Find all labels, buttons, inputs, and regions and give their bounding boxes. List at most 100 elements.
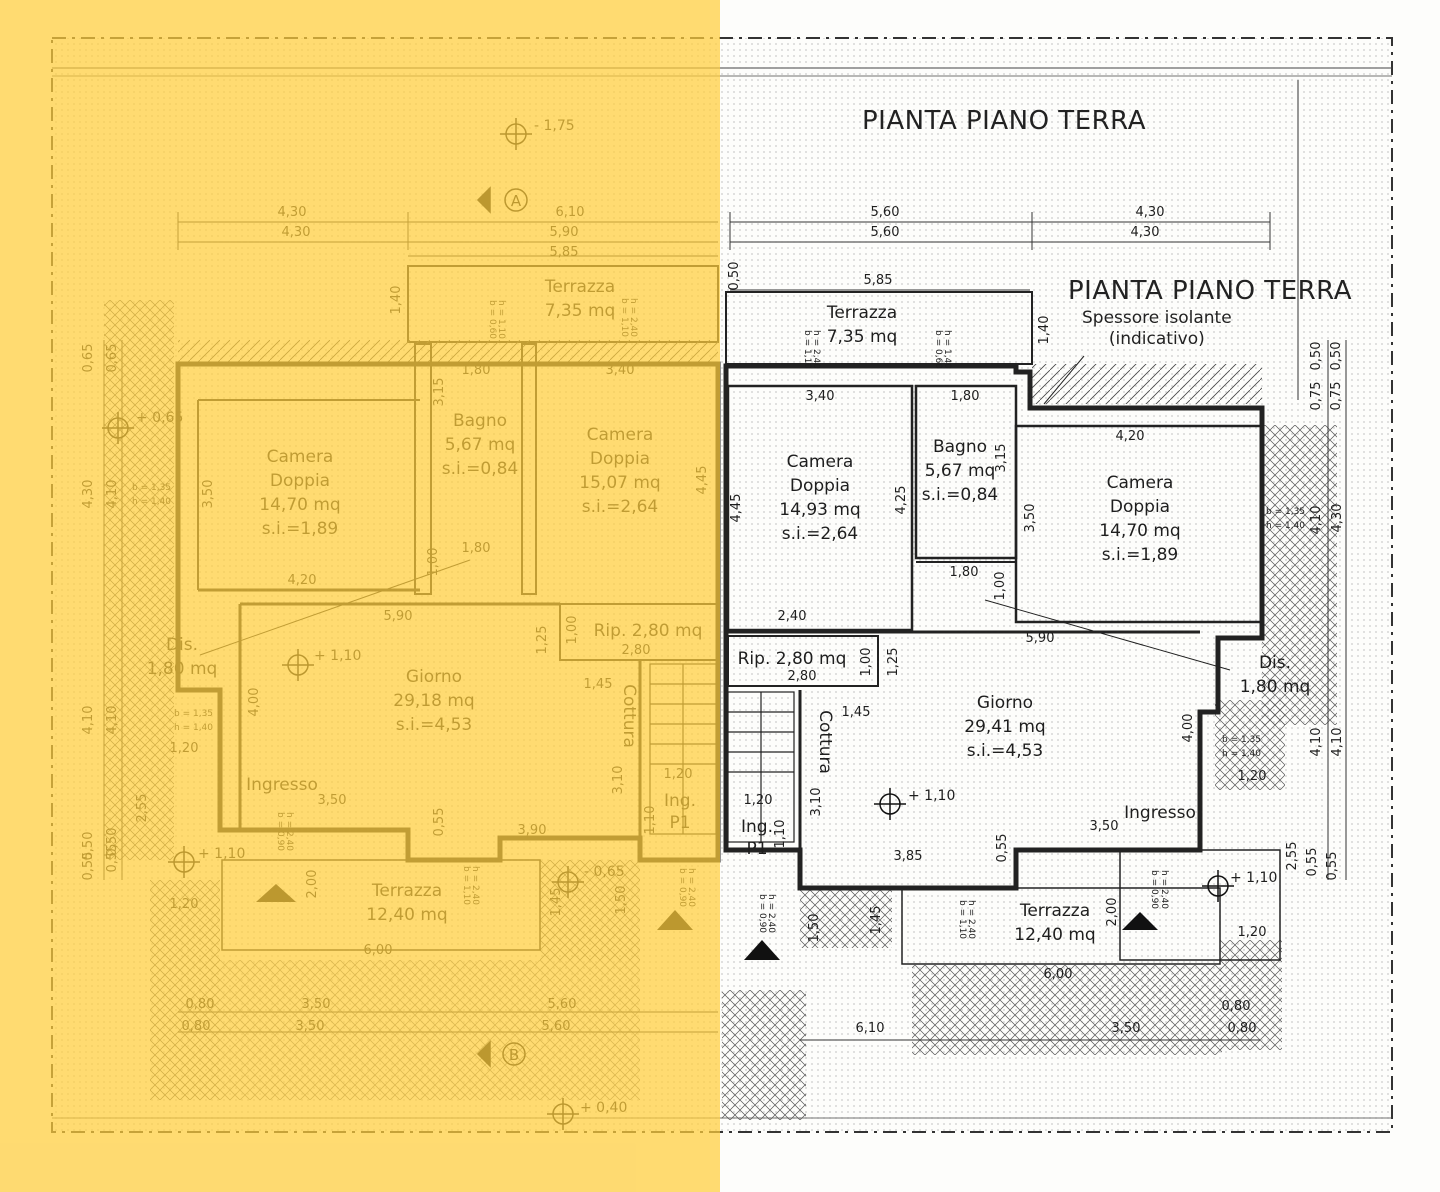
dimension-label: 0,50 <box>1309 342 1324 371</box>
dimension-label: 2,40 <box>778 609 807 624</box>
dimension-label: 6,00 <box>1044 967 1073 982</box>
dimension-label: 4,45 <box>729 494 744 523</box>
dimension-label: 0,50 <box>81 832 96 861</box>
dimension-label: 0,75 <box>1329 382 1344 411</box>
room-label-bagno: s.i.=0,84 <box>442 459 518 479</box>
dimension-label: 3,50 <box>1023 504 1038 533</box>
dimension-label: 1,45 <box>842 705 871 720</box>
plan-title-secondary: PIANTA PIANO TERRA <box>1068 276 1352 306</box>
dimension-label: 0,50 <box>105 828 120 857</box>
insulation-note: Spessore isolante (indicativo) <box>1082 308 1232 351</box>
dimension-label: 1,80 <box>950 565 979 580</box>
room-label-camera-1: 14,70 mq <box>259 495 340 515</box>
dimension-label: 3,50 <box>296 1019 325 1034</box>
insulation-note-line2: (indicativo) <box>1108 329 1205 350</box>
room-label-camera-2: Camera <box>1107 473 1174 493</box>
level-label: - 1,75 <box>534 118 575 134</box>
dimension-label: 3,15 <box>432 378 447 407</box>
room-label-camera-2: Doppia <box>590 449 650 469</box>
dimension-label: 4,30 <box>81 480 96 509</box>
dimension-label: 1,00 <box>993 572 1008 601</box>
dimension-label: 4,30 <box>1136 205 1165 220</box>
dimension-label: 3,90 <box>518 823 547 838</box>
opening-label: b = 0,90 <box>677 868 687 907</box>
opening-label: h = 2,40 <box>966 900 976 939</box>
level-label: + 0,65 <box>136 410 183 426</box>
dimension-label: 4,25 <box>894 486 909 515</box>
section-mark-top: A <box>511 192 522 210</box>
room-label-camera-1: Camera <box>267 447 334 467</box>
room-label-ripostiglio: Rip. 2,80 mq <box>738 649 847 669</box>
opening-label: h = 2,40 <box>1159 870 1169 909</box>
room-label-giorno: s.i.=4,53 <box>967 741 1043 761</box>
room-label-disimpegno: 1,80 mq <box>1240 677 1311 697</box>
room-label-camera-1: 14,93 mq <box>779 500 860 520</box>
dimension-label: 5,90 <box>384 609 413 624</box>
dimension-label: 2,55 <box>135 794 150 823</box>
opening-label: b = 1,35 <box>174 709 213 719</box>
dimension-label: 0,75 <box>1309 382 1324 411</box>
dimension-label: 6,00 <box>364 943 393 958</box>
dimension-label: 1,80 <box>462 363 491 378</box>
dimension-label: 2,80 <box>788 669 817 684</box>
dimension-label: 2,00 <box>1105 898 1120 927</box>
room-label-disimpegno: Dis. <box>166 635 198 655</box>
room-label-giorno: 29,41 mq <box>964 717 1045 737</box>
opening-label: b = 1,10 <box>461 866 471 905</box>
dimension-label: 1,40 <box>1037 316 1052 345</box>
room-label-terrazza-sud: Terrazza <box>1019 901 1090 921</box>
opening-label: h = 2,40 <box>628 298 638 337</box>
dimension-label: 5,85 <box>550 245 579 260</box>
dimension-label: 0,65 <box>81 344 96 373</box>
room-label-camera-1: s.i.=2,64 <box>782 524 858 544</box>
room-label-bagno: 5,67 mq <box>445 435 516 455</box>
opening-label: h = 1,40 <box>1266 521 1305 531</box>
dimension-label: 0,55 <box>1325 852 1340 881</box>
level-label: + 0,40 <box>580 1100 627 1116</box>
opening-label: h = 1,40 <box>174 723 213 733</box>
opening-label: b = 0,90 <box>275 812 285 851</box>
dimension-label: 4,45 <box>695 466 710 495</box>
room-label-camera-2: Camera <box>587 425 654 445</box>
dimension-label: 6,10 <box>556 205 585 220</box>
room-label-ingresso-p1: Ing. <box>741 817 773 837</box>
dimension-label: 1,25 <box>535 626 550 655</box>
plan-title: PIANTA PIANO TERRA <box>862 106 1146 136</box>
dimension-label: 4,00 <box>247 688 262 717</box>
dimension-label: 0,80 <box>1222 999 1251 1014</box>
room-label-ingresso-p1: P1 <box>669 813 690 833</box>
dimension-label: 1,45 <box>869 906 884 935</box>
dimension-label: 4,20 <box>1116 429 1145 444</box>
dimension-label: 4,10 <box>1309 506 1324 535</box>
room-label-ingresso: Ingresso <box>246 775 318 795</box>
room-label-camera-1: s.i.=1,89 <box>262 519 338 539</box>
dimension-label: 1,10 <box>643 806 658 835</box>
dimension-label: 1,25 <box>886 648 901 677</box>
dimension-label: 4,10 <box>81 706 96 735</box>
room-label-bagno: 5,67 mq <box>925 461 996 481</box>
dimension-label: 1,80 <box>951 389 980 404</box>
opening-label: h = 2,40 <box>284 812 294 851</box>
room-label-terrazza-sud: 12,40 mq <box>366 905 447 925</box>
room-label-giorno: Giorno <box>977 693 1033 713</box>
room-label-camera-1: Doppia <box>790 476 850 496</box>
dimension-label: 0,55 <box>432 808 447 837</box>
dimension-label: 4,10 <box>105 706 120 735</box>
dimension-label: 3,50 <box>302 997 331 1012</box>
room-label-giorno: Giorno <box>406 667 462 687</box>
dimension-label: 0,55 <box>995 834 1010 863</box>
room-label-giorno: s.i.=4,53 <box>396 715 472 735</box>
dimension-label: 2,00 <box>305 870 320 899</box>
dimension-label: 1,00 <box>859 648 874 677</box>
dimension-label: 1,20 <box>170 741 199 756</box>
dimension-label: 5,60 <box>871 205 900 220</box>
dimension-label: 4,10 <box>1330 728 1345 757</box>
level-label: + 1,10 <box>198 846 245 862</box>
dimension-label: 1,00 <box>565 616 580 645</box>
dimension-label: 3,40 <box>606 363 635 378</box>
dimension-label: 3,15 <box>994 444 1009 473</box>
dimension-label: 0,50 <box>727 262 742 291</box>
